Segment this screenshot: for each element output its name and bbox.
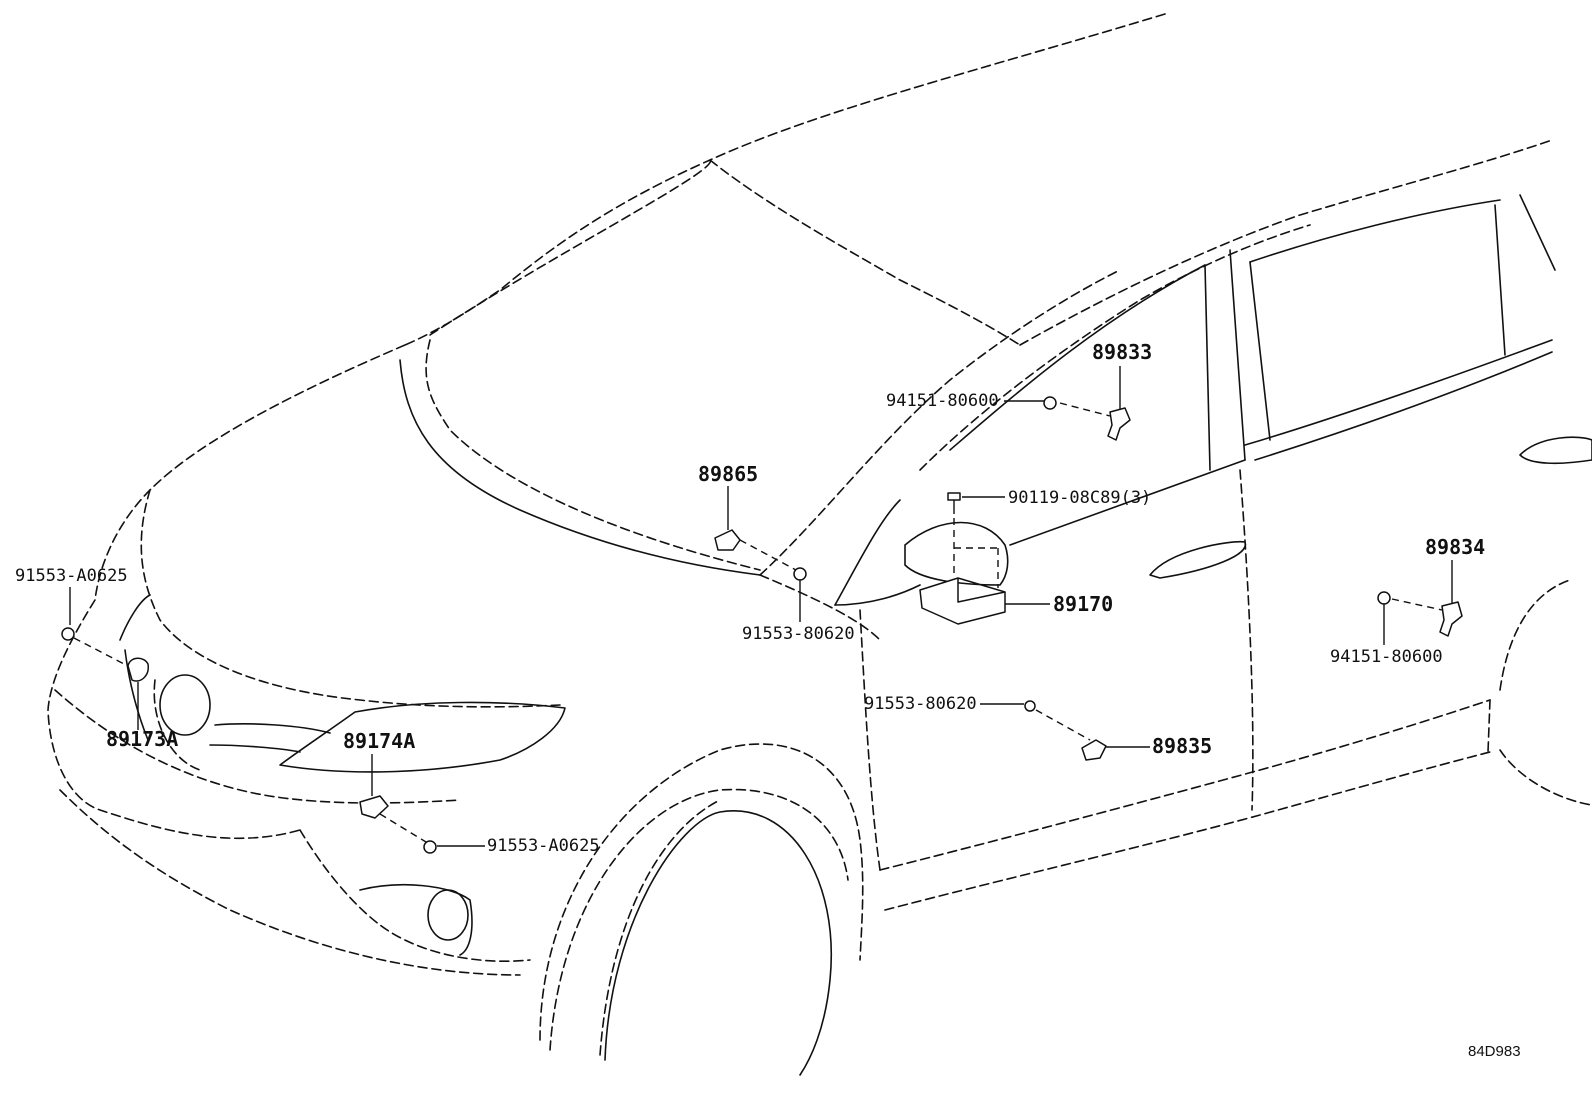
label-89834: 89834 bbox=[1425, 535, 1485, 559]
label-91553-80620-door: 91553-80620 bbox=[864, 694, 977, 714]
label-94151-80600-lower: 94151-80600 bbox=[1330, 647, 1443, 667]
nut-94151-upper-icon bbox=[1043, 396, 1057, 410]
label-91553-80620-mid: 91553-80620 bbox=[742, 624, 855, 644]
bolt-91553-bottom-icon bbox=[423, 840, 437, 854]
sensor-89833-icon bbox=[1107, 407, 1131, 441]
bolt-91553-left-icon bbox=[61, 627, 75, 641]
label-89173A: 89173A bbox=[106, 727, 178, 751]
bolt-90119-icon bbox=[947, 492, 961, 501]
vehicle-outline bbox=[47, 13, 1592, 1076]
part-89865-group bbox=[714, 486, 807, 622]
part-89835-group bbox=[980, 700, 1150, 761]
part-89834-group bbox=[1377, 560, 1463, 645]
nut-94151-lower-icon bbox=[1377, 591, 1391, 605]
bolt-91553-mid-icon bbox=[793, 567, 807, 581]
part-89833-group bbox=[1004, 366, 1131, 441]
label-89835: 89835 bbox=[1152, 734, 1212, 758]
label-91553-A0625-bottom: 91553-A0625 bbox=[487, 836, 600, 856]
label-91553-A0625-left: 91553-A0625 bbox=[15, 566, 128, 586]
diagram-reference-code: 84D983 bbox=[1468, 1043, 1521, 1060]
label-89170: 89170 bbox=[1053, 592, 1113, 616]
sensor-89865-icon bbox=[714, 529, 741, 551]
sensor-89834-icon bbox=[1439, 601, 1463, 637]
sensor-89174A-icon bbox=[359, 795, 389, 819]
label-89833: 89833 bbox=[1092, 340, 1152, 364]
label-89174A: 89174A bbox=[343, 729, 415, 753]
sensor-89835-icon bbox=[1081, 739, 1107, 761]
part-89173A-group bbox=[61, 587, 149, 730]
label-94151-80600-upper: 94151-80600 bbox=[886, 391, 999, 411]
part-89170-group bbox=[919, 492, 1050, 625]
part-89174A-group bbox=[359, 754, 485, 854]
sensor-89173A-icon bbox=[127, 657, 149, 682]
label-89865: 89865 bbox=[698, 462, 758, 486]
bolt-91553-door-icon bbox=[1024, 700, 1036, 712]
ecu-89170-icon bbox=[919, 577, 1006, 625]
label-90119-08C89: 90119-08C89(3) bbox=[1008, 488, 1151, 508]
